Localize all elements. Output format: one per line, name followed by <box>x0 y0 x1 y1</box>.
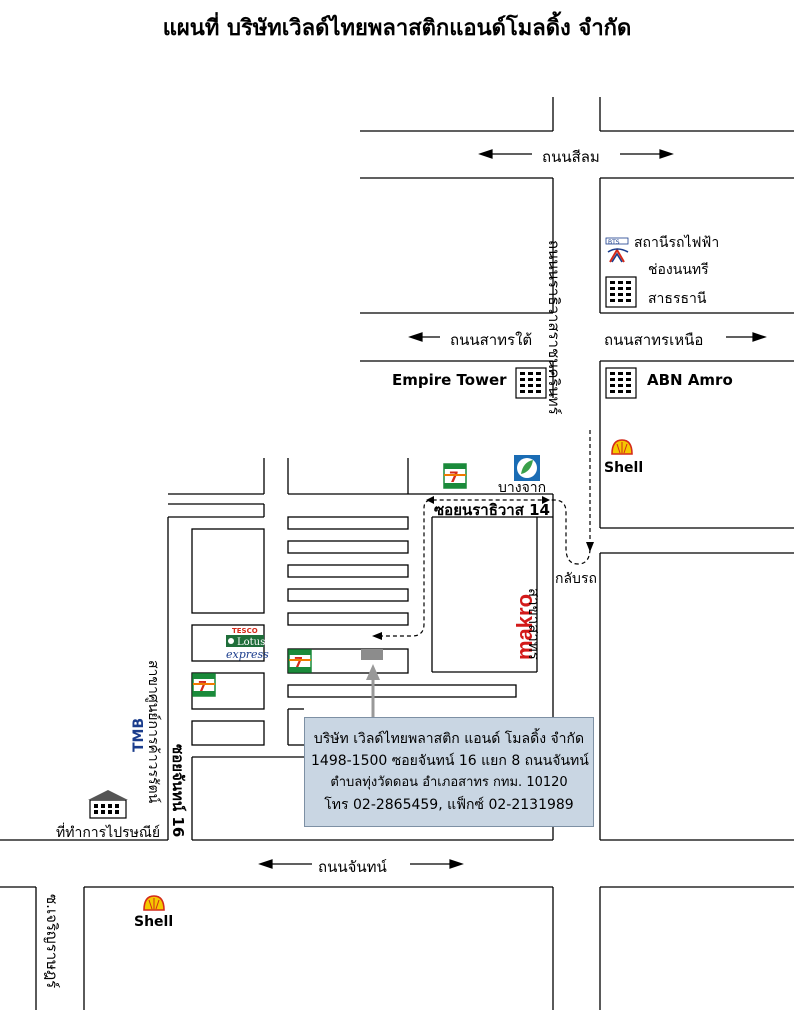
seven-eleven-icon-soi: 7 <box>288 649 312 673</box>
bangchak-icon <box>514 455 540 481</box>
sathorn-tai-road-label: ถนนสาทรใต้ <box>450 331 533 349</box>
lotus-label: Lotus <box>237 637 265 648</box>
narathiwat-road-label: ถนนนราธิวาสราชนครินทร์ <box>545 240 563 415</box>
road-arrows <box>258 149 767 869</box>
seven-eleven-icon-bangchak: 7 <box>443 463 467 489</box>
abn-amro-label: ABN Amro <box>647 371 733 389</box>
company-name: บริษัท เวิลด์ไทยพลาสติก แอนด์ โมลดิ้ง จำ… <box>313 731 585 747</box>
seven-eleven-label: 7 <box>198 680 207 695</box>
express-label: express <box>226 648 269 661</box>
bts-icon-label: BTS <box>608 239 620 246</box>
sathorn-thani-building-icon <box>605 276 637 308</box>
page-title: แผนที่ บริษัทเวิลด์ไทยพลาสติกแอนด์โมลดิ้… <box>162 16 632 41</box>
silom-road-label: ถนนสีลม <box>542 148 600 166</box>
chan-road-label: ถนนจันทน์ <box>318 858 387 876</box>
shell-bottom-label: Shell <box>134 914 174 930</box>
shell-top-label: Shell <box>604 460 644 476</box>
soi-narathiwat-14-label: ซอยนราธิวาส 14 <box>434 501 550 519</box>
bts-station-label: สถานีรถไฟฟ้า <box>634 235 720 251</box>
company-info-box: บริษัท เวิลด์ไทยพลาสติก แอนด์ โมลดิ้ง จำ… <box>304 717 594 827</box>
shell-icon-top <box>611 439 633 455</box>
tesco-label: TESCO <box>232 627 258 635</box>
company-marker <box>361 649 383 718</box>
route-arrowheads <box>372 496 594 640</box>
bangchak-label: บางจาก <box>498 480 547 496</box>
makro-branch-label: สาขาสาทร <box>525 588 543 660</box>
seven-eleven-icon-left: 7 <box>192 673 216 697</box>
tesco-lotus-express-icon: TESCO Lotus express <box>226 627 269 661</box>
seven-eleven-label: 7 <box>449 470 459 486</box>
tmb-branch-label: สาขาศูนย์การค้าวรรัตน์ <box>145 660 161 804</box>
shell-icon-bottom <box>143 895 165 911</box>
route-dashed <box>378 430 591 637</box>
bts-chong-nonsi-label: ช่องนนทรี <box>648 262 709 278</box>
company-address-1: 1498-1500 ซอยจันทน์ 16 แยก 8 ถนนจันทน์ <box>311 753 589 769</box>
post-office-label: ที่ทำการไปรษณีย์ <box>56 825 161 841</box>
soi-chan-16-label: ซอยจันทน์ 16 <box>169 744 187 838</box>
road-edges <box>0 97 794 1010</box>
empire-tower-building-icon <box>515 367 547 399</box>
company-phone: โทร 02-2865459, แฟ็กซ์ 02-2131989 <box>324 797 574 813</box>
abn-amro-building-icon <box>605 367 637 399</box>
seven-eleven-label: 7 <box>294 656 303 671</box>
company-address-2: ตำบลทุ่งวัดดอน อำเภอสาทร กทม. 10120 <box>330 775 568 790</box>
sathorn-thani-label: สาธรธานี <box>648 291 707 307</box>
post-office-building-icon <box>88 790 128 819</box>
u-turn-label: กลับรถ <box>555 571 597 587</box>
sathorn-nuea-road-label: ถนนสาทรเหนือ <box>604 331 704 349</box>
empire-tower-label: Empire Tower <box>392 371 507 389</box>
soi-bottom-label: ซ.เจริญราษฎร์ <box>43 894 61 989</box>
bts-icon: BTS <box>605 237 629 263</box>
